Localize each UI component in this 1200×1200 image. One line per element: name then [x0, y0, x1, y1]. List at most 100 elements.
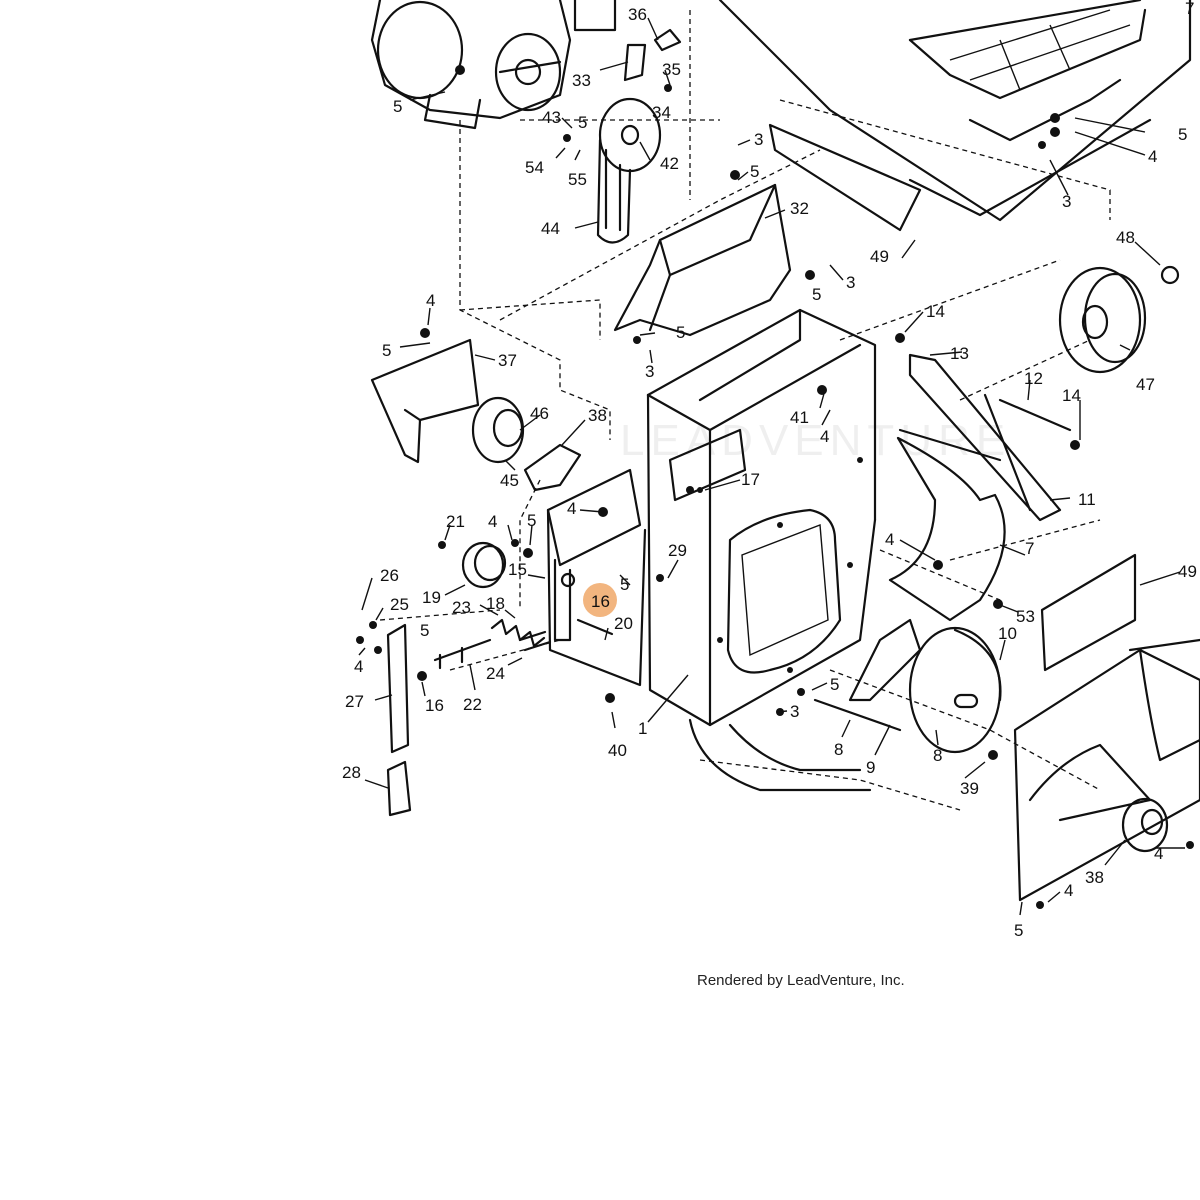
- callout-5[interactable]: 5: [420, 621, 429, 640]
- callout-54[interactable]: 54: [525, 158, 544, 177]
- belt-guard: [613, 183, 792, 337]
- callout-8[interactable]: 8: [834, 740, 843, 759]
- callout-24[interactable]: 24: [486, 664, 505, 683]
- watermark: LEADVENTURE: [620, 416, 1011, 465]
- callout-36[interactable]: 36: [628, 5, 647, 24]
- callout-25[interactable]: 25: [390, 595, 409, 614]
- side-bracket: [546, 468, 647, 687]
- render-credit: Rendered by LeadVenture, Inc.: [697, 972, 905, 989]
- alignment-lines: [379, 10, 1111, 811]
- callout-49[interactable]: 49: [870, 247, 889, 266]
- callout-11[interactable]: 11: [1078, 490, 1096, 509]
- feed-chute: [718, 0, 1192, 232]
- callout-4[interactable]: 4: [426, 291, 435, 310]
- callout-38[interactable]: 38: [1085, 868, 1104, 887]
- callout-14[interactable]: 14: [1062, 386, 1081, 405]
- leader-lines: [358, 17, 1185, 916]
- callout-41[interactable]: 41: [790, 408, 809, 427]
- callout-4[interactable]: 4: [488, 512, 497, 531]
- callout-29[interactable]: 29: [668, 541, 687, 560]
- callout-1[interactable]: 1: [638, 719, 647, 738]
- callout-13[interactable]: 13: [950, 344, 969, 363]
- callout-15[interactable]: 15: [508, 560, 527, 579]
- highlight-marker[interactable]: [583, 583, 617, 617]
- panel-49: [1040, 553, 1137, 672]
- callout-46[interactable]: 46: [530, 404, 549, 423]
- callout-5[interactable]: 5: [620, 575, 629, 594]
- callout-49[interactable]: 49: [1178, 562, 1197, 581]
- callout-12[interactable]: 12: [1024, 369, 1043, 388]
- callout-4[interactable]: 4: [1064, 881, 1073, 900]
- callout-5[interactable]: 5: [676, 323, 685, 342]
- callout-27[interactable]: 27: [345, 692, 364, 711]
- callout-4[interactable]: 4: [1148, 147, 1157, 166]
- callout-4[interactable]: 4: [567, 499, 576, 518]
- callout-32[interactable]: 32: [790, 199, 809, 218]
- callout-21[interactable]: 21: [446, 512, 465, 531]
- engine: [370, 0, 617, 130]
- callout-37[interactable]: 37: [498, 351, 517, 370]
- callout-5[interactable]: 5: [527, 511, 536, 530]
- callout-40[interactable]: 40: [608, 741, 627, 760]
- callout-5[interactable]: 5: [382, 341, 391, 360]
- main-housing: [646, 308, 877, 792]
- callout-5[interactable]: 5: [1014, 921, 1023, 940]
- pulley-45: [471, 396, 582, 492]
- callout-4[interactable]: 4: [885, 530, 894, 549]
- callout-42[interactable]: 42: [660, 154, 679, 173]
- callout-38[interactable]: 38: [588, 406, 607, 425]
- lever-arm: [386, 623, 412, 817]
- callout-9[interactable]: 9: [866, 758, 875, 777]
- callout-4[interactable]: 4: [1154, 844, 1163, 863]
- callout-5[interactable]: 5: [1178, 125, 1187, 144]
- callout-34[interactable]: 34: [652, 103, 671, 122]
- callout-23[interactable]: 23: [452, 598, 471, 617]
- callout-43[interactable]: 43: [542, 108, 561, 127]
- callout-39[interactable]: 39: [960, 779, 979, 798]
- callout-53[interactable]: 53: [1016, 607, 1035, 626]
- wheel: [1058, 265, 1180, 374]
- callout-14[interactable]: 14: [926, 302, 945, 321]
- callout-17[interactable]: 17: [741, 470, 760, 489]
- callout-45[interactable]: 45: [500, 471, 519, 490]
- callout-5[interactable]: 5: [812, 285, 821, 304]
- guard-37: [370, 338, 480, 464]
- callout-7[interactable]: 7: [1185, 0, 1194, 18]
- callout-22[interactable]: 22: [463, 695, 482, 714]
- callout-20[interactable]: 20: [614, 614, 633, 633]
- callout-5[interactable]: 5: [830, 675, 839, 694]
- callout-5[interactable]: 5: [750, 162, 759, 181]
- callout-3[interactable]: 3: [1062, 192, 1071, 211]
- impeller: [813, 618, 1002, 754]
- callout-26[interactable]: 26: [380, 566, 399, 585]
- callout-35[interactable]: 35: [662, 60, 681, 79]
- callout-48[interactable]: 48: [1116, 228, 1135, 247]
- spring-assembly: [433, 618, 552, 670]
- callout-3[interactable]: 3: [790, 702, 799, 721]
- callout-16-highlighted[interactable]: 16: [591, 592, 610, 611]
- callout-5[interactable]: 5: [393, 97, 402, 116]
- callout-3[interactable]: 3: [754, 130, 763, 149]
- callout-55[interactable]: 55: [568, 170, 587, 189]
- callout-47[interactable]: 47: [1136, 375, 1155, 394]
- callout-16[interactable]: 16: [425, 696, 444, 715]
- callout-28[interactable]: 28: [342, 763, 361, 782]
- callout-33[interactable]: 33: [572, 71, 591, 90]
- callout-44[interactable]: 44: [541, 219, 560, 238]
- pulley-19: [461, 541, 507, 589]
- callout-19[interactable]: 19: [422, 588, 441, 607]
- callout-3[interactable]: 3: [846, 273, 855, 292]
- callout-4[interactable]: 4: [820, 427, 829, 446]
- callout-3[interactable]: 3: [645, 362, 654, 381]
- callout-10[interactable]: 10: [998, 624, 1017, 643]
- callout-18[interactable]: 18: [486, 594, 505, 613]
- callout-5[interactable]: 5: [578, 113, 587, 132]
- callout-7[interactable]: 7: [1025, 539, 1034, 558]
- part-labels: 36 33 35 34 5 43 5 54 55 42 44 3 5 32 49…: [342, 0, 1197, 940]
- fasteners: [356, 84, 1194, 909]
- callout-8[interactable]: 8: [933, 746, 942, 765]
- discharge-deflector: [888, 353, 1072, 622]
- discharge-housing: [1013, 638, 1200, 902]
- callout-4[interactable]: 4: [354, 657, 363, 676]
